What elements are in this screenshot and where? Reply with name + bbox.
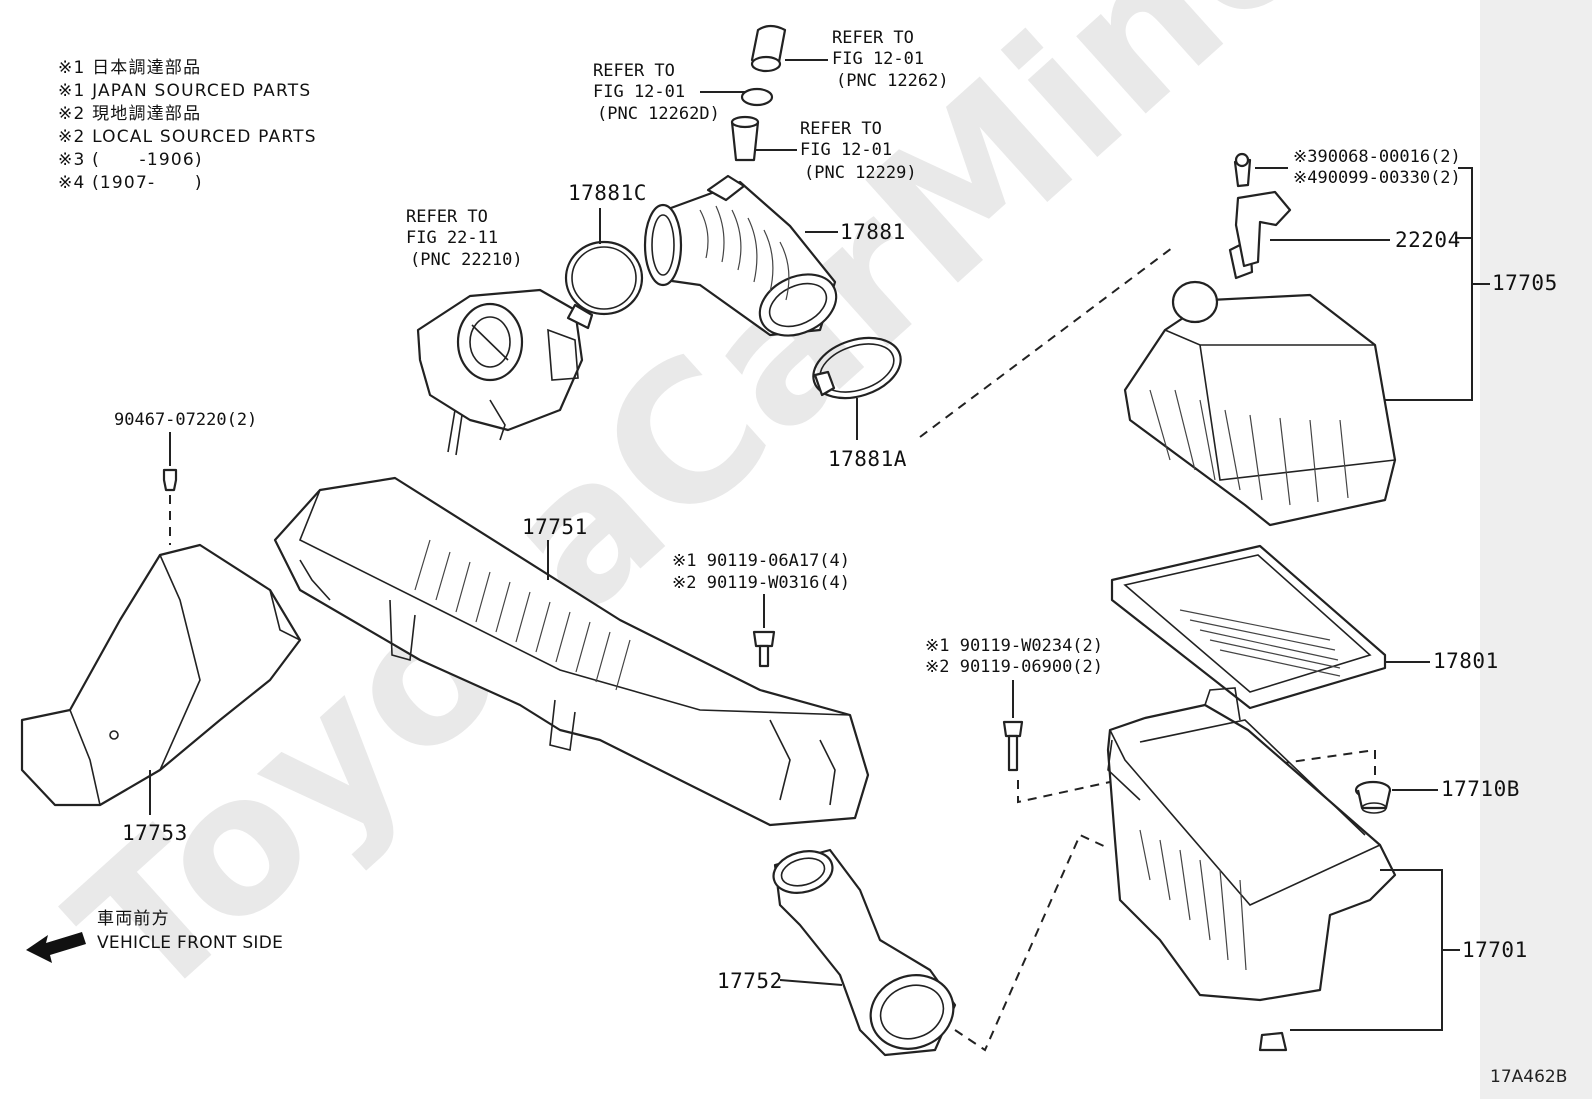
label-17752: 17752	[717, 969, 783, 993]
grommet-17710b[interactable]: 17710B	[1269, 748, 1520, 814]
legend-line-5: ※3 ( -1906)	[58, 150, 203, 170]
legend: ※1 日本調達部品 ※1 JAPAN SOURCED PARTS ※2 現地調達…	[58, 58, 317, 193]
svg-text:REFER TO: REFER TO	[593, 61, 675, 81]
label-17881: 17881	[840, 220, 906, 244]
legend-line-3: ※2 現地調達部品	[58, 104, 201, 124]
air-cleaner-case-17701[interactable]: 17701	[1106, 687, 1528, 1052]
label-17701: 17701	[1462, 938, 1528, 962]
label-17801: 17801	[1433, 649, 1499, 673]
svg-text:REFER TO: REFER TO	[832, 28, 914, 48]
mass-air-flow-sensor-22204[interactable]: 22204	[1233, 152, 1461, 268]
air-hose-17881[interactable]: 17881	[643, 174, 906, 347]
bracket-17705	[1385, 237, 1490, 401]
reference-note-pnc-12262[interactable]: REFER TO FIG 12-01 (PNC 12262)	[785, 28, 949, 91]
diagram-code: 17A462B	[1490, 1067, 1567, 1087]
legend-line-1: ※1 日本調達部品	[58, 58, 201, 78]
svg-text:FIG 12-01: FIG 12-01	[593, 82, 685, 102]
clip-pnc-12262d	[740, 87, 774, 107]
svg-text:※2 90119-06900(2): ※2 90119-06900(2)	[925, 657, 1103, 677]
assembly-line-hose-to-case	[954, 833, 1109, 1052]
svg-text:(PNC 12262): (PNC 12262)	[836, 71, 949, 91]
air-cleaner-cap-17705[interactable]	[1123, 238, 1397, 527]
svg-text:※1 90119-06A17(4): ※1 90119-06A17(4)	[672, 551, 850, 571]
label-17751: 17751	[522, 515, 588, 539]
air-duct-17753[interactable]: 17753	[20, 543, 302, 845]
legend-line-4: ※2 LOCAL SOURCED PARTS	[58, 127, 317, 147]
svg-text:(PNC 22210): (PNC 22210)	[410, 250, 523, 270]
reference-note-pnc-12229[interactable]: REFER TO FIG 12-01 (PNC 12229)	[752, 119, 917, 183]
clamp-17881a[interactable]: 17881A	[806, 327, 909, 471]
legend-line-2: ※1 JAPAN SOURCED PARTS	[58, 81, 311, 101]
legend-line-6: ※4 (1907- )	[58, 173, 203, 193]
direction-en: VEHICLE FRONT SIDE	[97, 933, 283, 953]
svg-text:※2 90119-W0316(4): ※2 90119-W0316(4)	[672, 573, 850, 593]
svg-text:FIG 12-01: FIG 12-01	[800, 140, 892, 160]
vehicle-front-indicator: 車両前方 VEHICLE FRONT SIDE	[26, 909, 283, 963]
clamp-17881c[interactable]: 17881C	[564, 181, 647, 330]
throttle-body[interactable]	[416, 288, 584, 456]
fitting-pnc-12229	[730, 115, 760, 162]
svg-text:※1 90119-W0234(2): ※1 90119-W0234(2)	[925, 636, 1103, 656]
svg-text:FIG 12-01: FIG 12-01	[832, 49, 924, 69]
svg-text:REFER TO: REFER TO	[800, 119, 882, 139]
air-filter-element-17801[interactable]: 17801	[1110, 544, 1499, 710]
label-17881c: 17881C	[568, 181, 647, 205]
front-arrow-icon	[26, 932, 86, 963]
fastener-group-d[interactable]: ※1 90119-W0234(2) ※2 90119-06900(2)	[925, 636, 1111, 804]
svg-text:REFER TO: REFER TO	[406, 207, 488, 227]
reference-note-pnc-12262d[interactable]: REFER TO FIG 12-01 (PNC 12262D)	[593, 61, 745, 124]
label-17881a: 17881A	[828, 447, 907, 471]
label-17710b: 17710B	[1441, 777, 1520, 801]
hose-17752[interactable]: 17752	[717, 845, 964, 1060]
svg-text:FIG 22-11: FIG 22-11	[406, 228, 498, 248]
label-17753: 17753	[122, 821, 188, 845]
hose-pnc-12262	[750, 24, 787, 73]
reference-note-pnc-22210[interactable]: REFER TO FIG 22-11 (PNC 22210)	[406, 207, 523, 270]
label-22204: 22204	[1395, 228, 1461, 252]
assembly-line-hose-to-cap	[919, 247, 1173, 438]
inlet-duct-17751[interactable]: 17751	[273, 476, 870, 827]
fastener-group-a[interactable]: ※390068-00016(2) ※490099-00330(2)	[1255, 147, 1473, 238]
direction-jp: 車両前方	[97, 909, 170, 929]
svg-text:(PNC 12229): (PNC 12229)	[804, 163, 917, 183]
fastener-group-c[interactable]: ※1 90119-06A17(4) ※2 90119-W0316(4)	[672, 551, 850, 668]
svg-text:(PNC 12262D): (PNC 12262D)	[597, 104, 720, 124]
label-17705: 17705	[1492, 271, 1558, 295]
margin-strip	[1480, 0, 1592, 1099]
fastener-90467[interactable]: 90467-07220(2)	[114, 410, 257, 545]
fastener-390068: ※390068-00016(2)	[1293, 147, 1461, 167]
svg-text:90467-07220(2): 90467-07220(2)	[114, 410, 257, 430]
fastener-490099: ※490099-00330(2)	[1293, 168, 1461, 188]
